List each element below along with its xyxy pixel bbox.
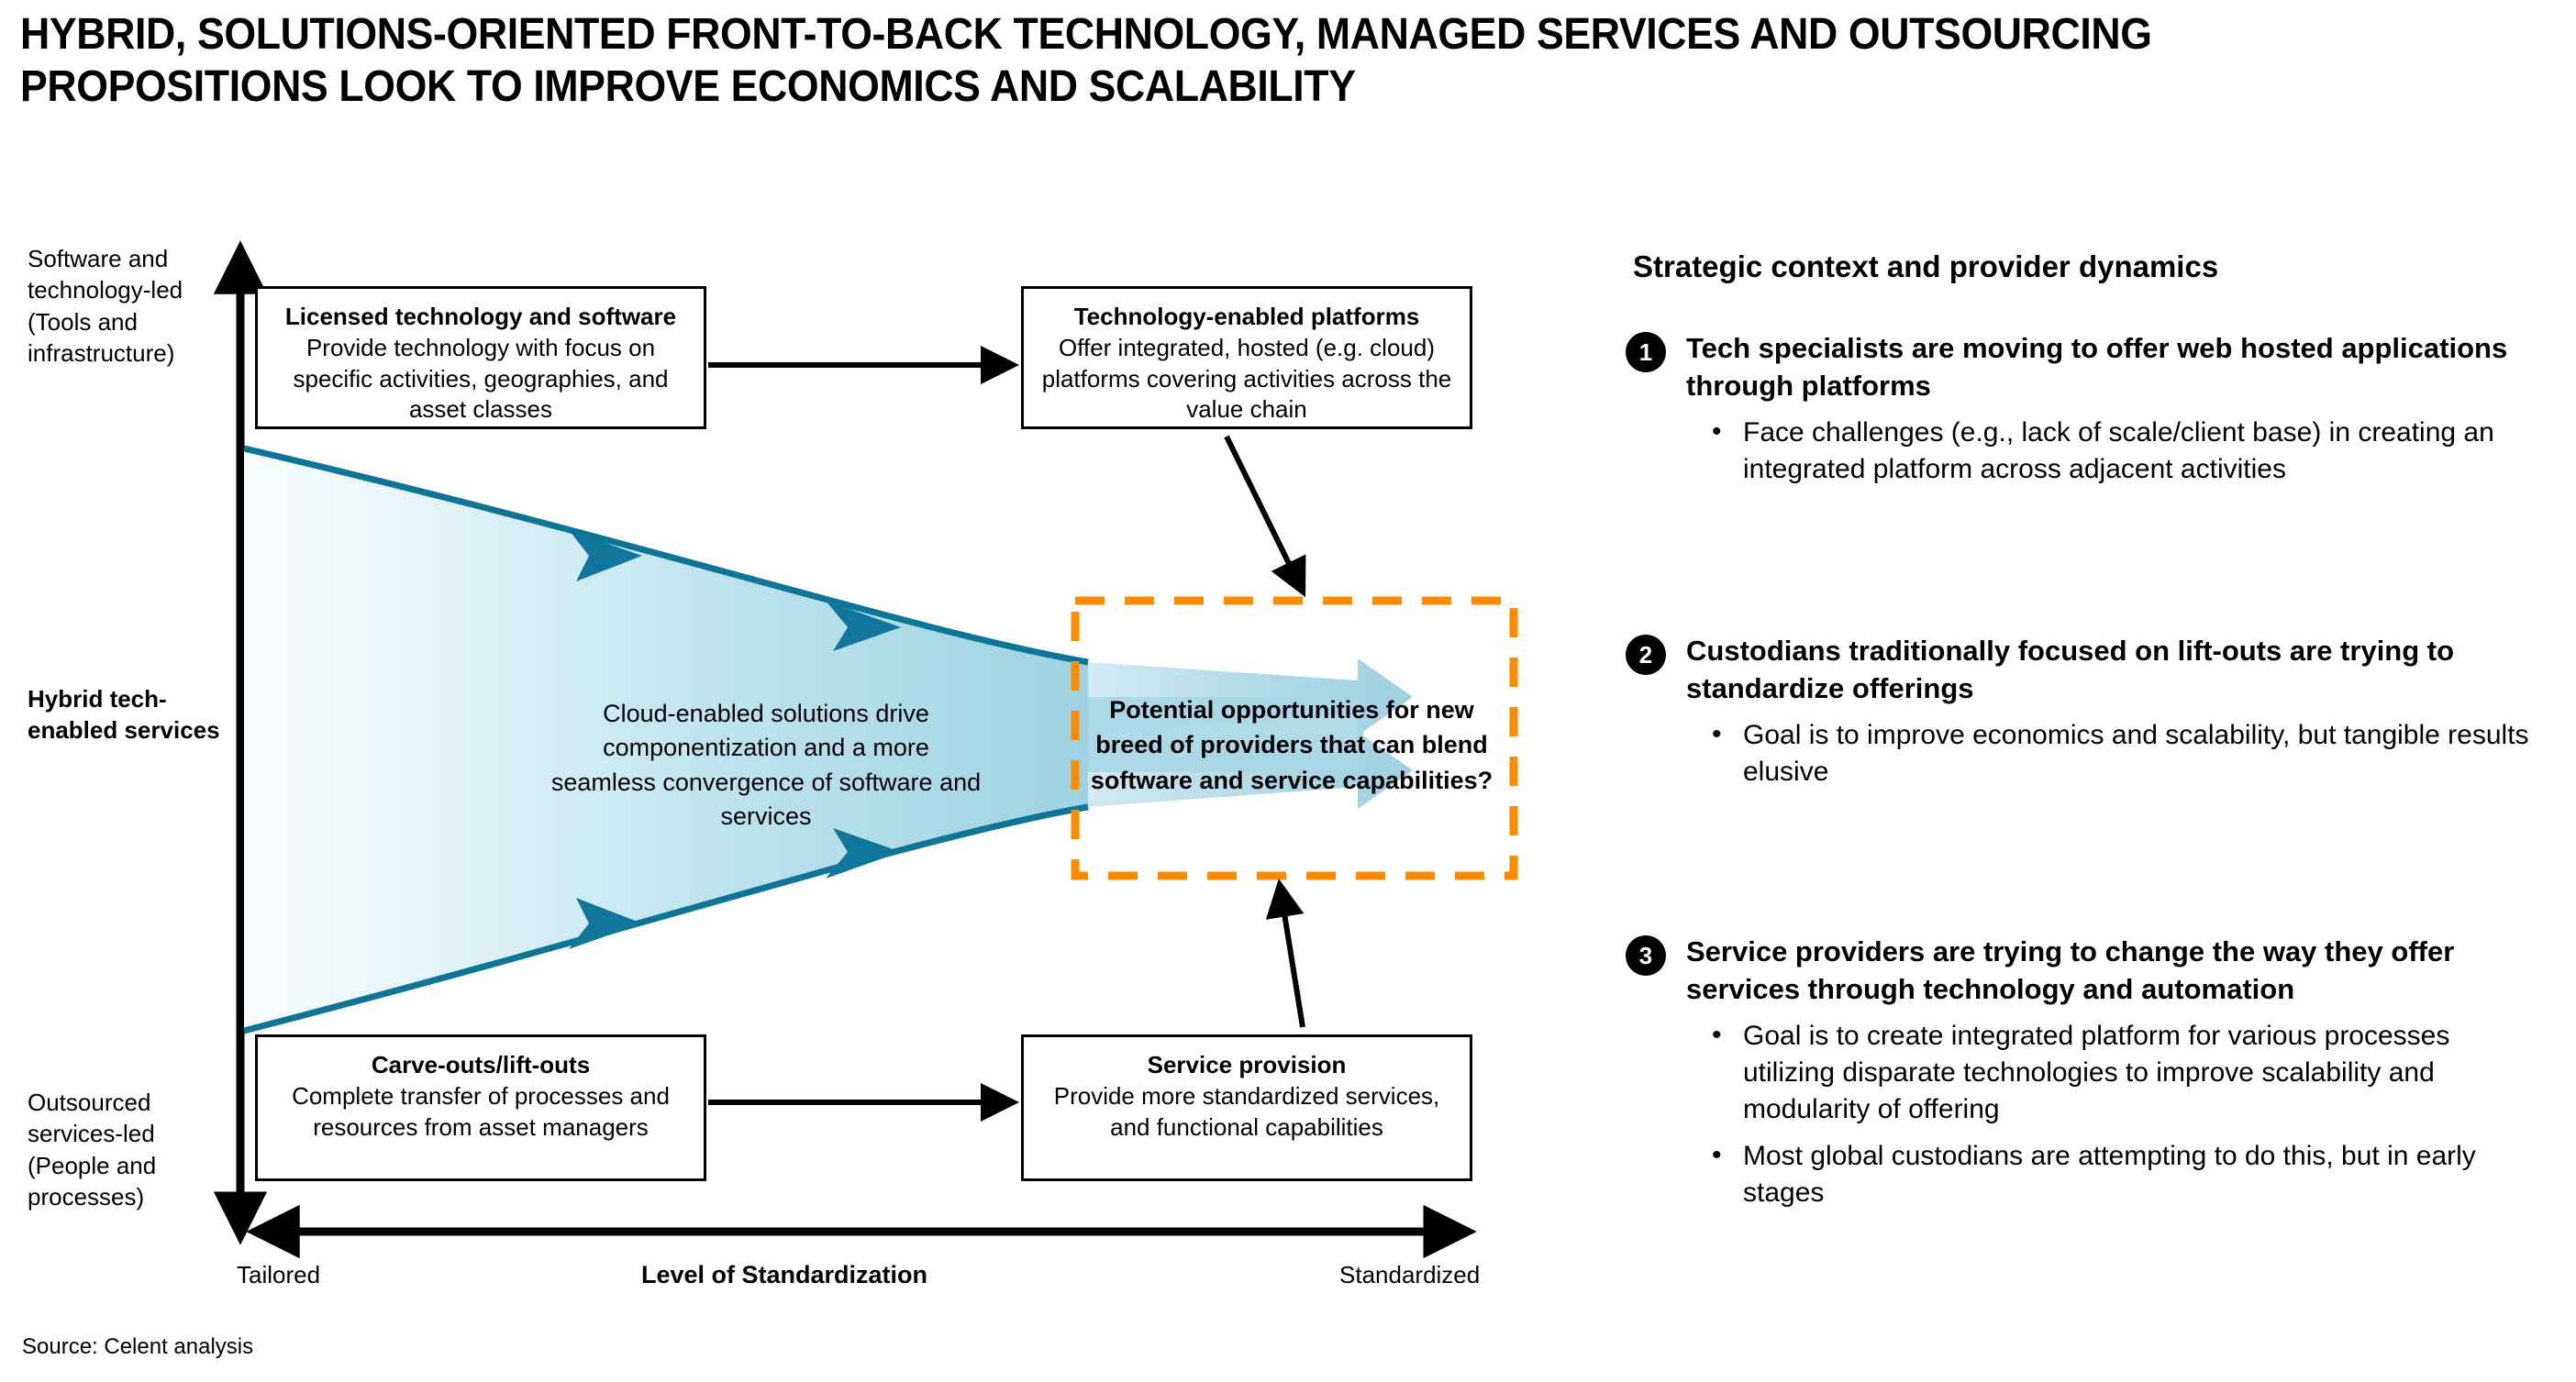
y-axis-label-bottom: Outsourced services-led (People and proc… <box>28 1089 157 1211</box>
bullet-item: • Face challenges (e.g., lack of scale/c… <box>1706 415 2546 488</box>
bullet-dot-icon: • <box>1712 416 1722 447</box>
bullet-text: Goal is to improve economics and scalabi… <box>1743 720 2529 788</box>
bullet-item: • Goal is to create integrated platform … <box>1706 1018 2546 1129</box>
box-licensed-title: Licensed technology and software <box>284 303 677 330</box>
connector-platforms-to-opportunity <box>1224 435 1306 598</box>
convergence-funnel <box>243 445 1089 1034</box>
box-carveouts-title: Carve-outs/lift-outs <box>371 1051 591 1078</box>
connector-service-to-opportunity <box>1265 879 1305 1028</box>
opportunity-highlight-box <box>1071 596 1518 880</box>
diagram-canvas <box>213 240 1518 1259</box>
right-panel-heading: Strategic context and provider dynamics <box>1633 249 2219 283</box>
funnel-annotation-text: Cloud-enabled solutions drive componenti… <box>550 700 982 830</box>
point-1-title: Tech specialists are moving to offer web… <box>1686 332 2508 402</box>
funnel-diagram: Software and technology-led (Tools and i… <box>28 240 1518 1288</box>
source-note: Source: Celent analysis <box>22 1334 254 1359</box>
opportunity-annotation-text: Potential opportunities for new breed of… <box>1090 696 1493 794</box>
point-2-bullets: • Goal is to improve economics and scala… <box>1706 717 2546 800</box>
x-axis-tick-standardized: Standardized <box>1339 1261 1481 1288</box>
box-licensed-body: Provide technology with focus on specifi… <box>293 333 669 424</box>
box-technology-enabled-platforms[interactable]: Technology-enabled platforms Offer integ… <box>1021 286 1472 429</box>
bullet-dot-icon: • <box>1712 1020 1722 1050</box>
bullet-dot-icon: • <box>1712 1139 1722 1170</box>
bullet-text: Face challenges (e.g., lack of scale/cli… <box>1743 417 2494 485</box>
point-2-title: Custodians traditionally focused on lift… <box>1686 635 2455 704</box>
bullet-item: • Most global custodians are attempting … <box>1706 1138 2546 1211</box>
box-platforms-title: Technology-enabled platforms <box>1073 303 1420 330</box>
point-3-bullets: • Goal is to create integrated platform … <box>1706 1018 2546 1221</box>
bullet-dot-icon: • <box>1712 719 1722 749</box>
point-3-number-badge: 3 <box>1626 935 1666 976</box>
point-1-number-badge: 1 <box>1626 332 1666 372</box>
box-carve-outs-lift-outs[interactable]: Carve-outs/lift-outs Complete transfer o… <box>255 1034 706 1181</box>
y-axis-label-middle: Hybrid tech-enabled services <box>28 685 220 745</box>
opportunity-arrows <box>1088 658 1413 809</box>
point-2-number-badge: 2 <box>1626 635 1666 675</box>
box-service-body: Provide more standardized services, and … <box>1053 1081 1440 1141</box>
box-licensed-technology[interactable]: Licensed technology and software Provide… <box>255 286 706 429</box>
box-service-title: Service provision <box>1147 1051 1347 1078</box>
page-title: HYBRID, SOLUTIONS-ORIENTED FRONT-TO-BACK… <box>20 10 2152 111</box>
bullet-text: Most global custodians are attempting to… <box>1743 1140 2476 1208</box>
x-axis-title: Level of Standardization <box>640 1261 928 1288</box>
y-axis-label-top: Software and technology-led (Tools and i… <box>28 245 183 367</box>
x-axis-tick-tailored: Tailored <box>237 1261 321 1288</box>
box-service-provision[interactable]: Service provision Provide more standardi… <box>1021 1034 1472 1181</box>
box-carveouts-body: Complete transfer of processes and resou… <box>292 1081 670 1141</box>
point-3-title: Service providers are trying to change t… <box>1686 935 2455 1005</box>
bullet-text: Goal is to create integrated platform fo… <box>1743 1021 2450 1125</box>
strategic-context-panel: Strategic context and provider dynamics … <box>1615 0 2576 1382</box>
bullet-item: • Goal is to improve economics and scala… <box>1706 717 2546 791</box>
box-platforms-body: Offer integrated, hosted (e.g. cloud) pl… <box>1041 333 1452 424</box>
point-1-bullets: • Face challenges (e.g., lack of scale/c… <box>1706 415 2546 497</box>
